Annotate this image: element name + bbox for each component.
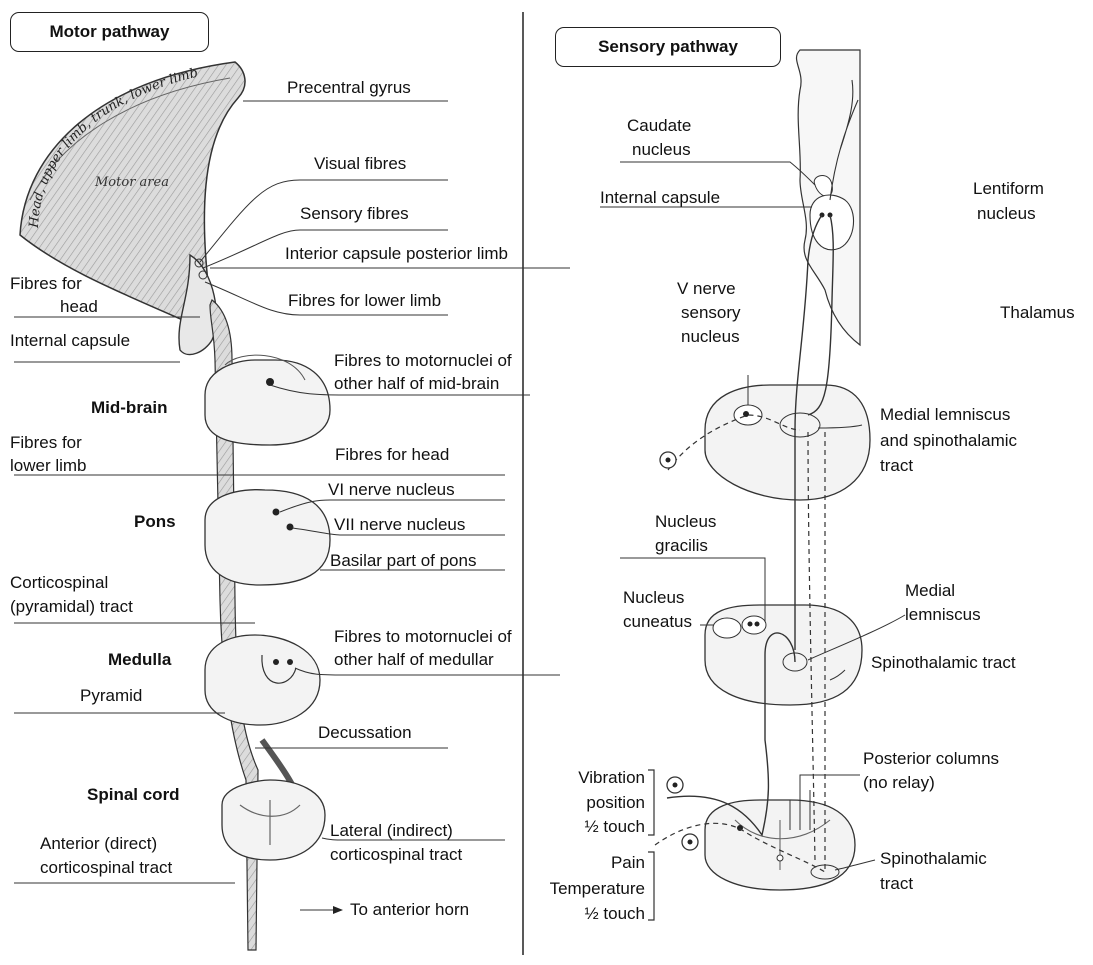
label-vibration-1: Vibration [545, 767, 645, 789]
label-medial-spino-1: Medial lemniscus [880, 404, 1010, 426]
sensory-pathway-title: Sensory pathway [555, 27, 781, 67]
motor-pathway-title: Motor pathway [10, 12, 209, 52]
label-anterior-1: Anterior (direct) [40, 833, 157, 855]
label-motornuclei-med-2: other half of medullar [334, 649, 494, 671]
label-precentral-gyrus: Precentral gyrus [287, 77, 411, 99]
pons-section [205, 490, 330, 585]
label-midbrain: Mid-brain [91, 397, 168, 419]
label-medial-spino-2: and spinothalamic [880, 430, 1017, 452]
label-decussation: Decussation [318, 722, 412, 744]
label-internal-capsule-sensory: Internal capsule [600, 187, 720, 209]
spinal-section [222, 780, 325, 860]
label-vi-nerve: VI nerve nucleus [328, 479, 455, 501]
label-corticospinal-2: (pyramidal) tract [10, 596, 133, 618]
label-sensory-fibres: Sensory fibres [300, 203, 409, 225]
label-cuneatus-2: cuneatus [623, 611, 692, 633]
label-corticospinal-1: Corticospinal [10, 572, 108, 594]
motor-area-text: Motor area [94, 175, 169, 190]
label-vii-nerve: VII nerve nucleus [334, 514, 465, 536]
label-fibres-lower-2: lower limb [10, 455, 87, 477]
label-posterior-2: (no relay) [863, 772, 935, 794]
label-posterior-1: Posterior columns [863, 748, 999, 770]
sensory-upper-section [705, 385, 870, 500]
label-interior-capsule: Interior capsule posterior limb [285, 243, 508, 265]
label-v-nerve-1: V nerve [677, 278, 736, 300]
medulla-section [205, 635, 320, 725]
label-spino-bottom-1: Spinothalamic [880, 848, 987, 870]
midbrain-section [205, 360, 330, 445]
label-anterior-2: corticospinal tract [40, 857, 172, 879]
label-gracilis-1: Nucleus [655, 511, 716, 533]
label-internal-capsule-motor: Internal capsule [10, 330, 130, 352]
label-spino-bottom-2: tract [880, 873, 913, 895]
label-lateral-2: corticospinal tract [330, 844, 462, 866]
label-medial-spino-3: tract [880, 455, 913, 477]
label-vibration-2: position [545, 792, 645, 814]
label-visual-fibres: Visual fibres [314, 153, 406, 175]
label-gracilis-2: gracilis [655, 535, 708, 557]
label-to-anterior-horn: To anterior horn [350, 899, 469, 921]
label-lentiform-2: nucleus [977, 203, 1036, 225]
label-v-nerve-2: sensory [681, 302, 741, 324]
label-fibres-for-head-1: Fibres for [10, 273, 82, 295]
label-fibres-for-head: Fibres for head [335, 444, 449, 466]
label-cuneatus-1: Nucleus [623, 587, 684, 609]
label-caudate-1: Caudate [627, 115, 691, 137]
label-pain-1: Pain [545, 852, 645, 874]
label-thalamus: Thalamus [1000, 302, 1075, 324]
label-vibration-3: ½ touch [545, 816, 645, 838]
label-basilar-pons: Basilar part of pons [330, 550, 476, 572]
label-spinothalamic-tract: Spinothalamic tract [871, 652, 1016, 674]
label-motornuclei-mid-1: Fibres to motornuclei of [334, 350, 512, 372]
label-spinal-cord: Spinal cord [87, 784, 180, 806]
label-motornuclei-med-1: Fibres to motornuclei of [334, 626, 512, 648]
label-pons: Pons [134, 511, 176, 533]
label-lentiform-1: Lentiform [973, 178, 1044, 200]
label-pyramid: Pyramid [80, 685, 142, 707]
label-fibres-lower-1: Fibres for [10, 432, 82, 454]
label-v-nerve-3: nucleus [681, 326, 740, 348]
label-caudate-2: nucleus [632, 139, 691, 161]
label-lateral-1: Lateral (indirect) [330, 820, 453, 842]
label-pain-2: Temperature [530, 878, 645, 900]
label-medial-lemniscus-1: Medial [905, 580, 955, 602]
label-fibres-for-head-2: head [60, 296, 98, 318]
label-pain-3: ½ touch [545, 903, 645, 925]
label-medial-lemniscus-2: lemniscus [905, 604, 981, 626]
label-fibres-lower-limb-upper: Fibres for lower limb [288, 290, 441, 312]
label-medulla: Medulla [108, 649, 171, 671]
label-motornuclei-mid-2: other half of mid-brain [334, 373, 499, 395]
